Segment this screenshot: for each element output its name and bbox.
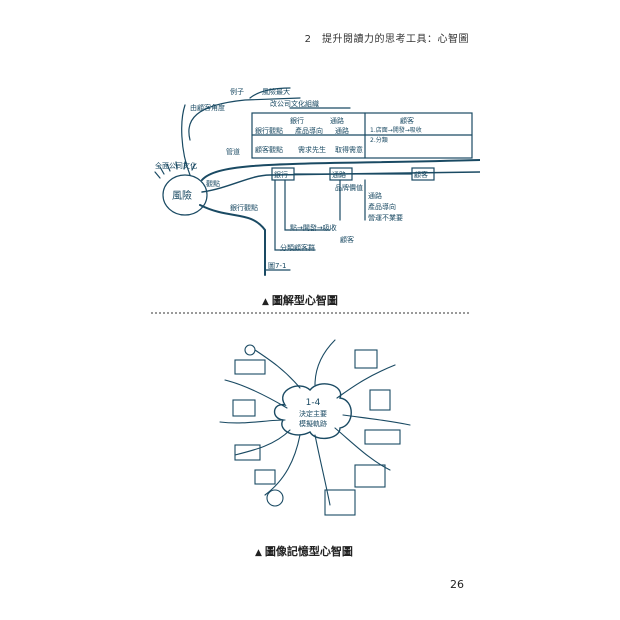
table-channel-2: 通路 bbox=[335, 126, 349, 135]
label-customer-2: 顧客 bbox=[340, 235, 354, 244]
triangle-icon: ▲ bbox=[262, 297, 269, 307]
table-channel: 通路 bbox=[330, 116, 344, 125]
label-sales-first: 營運不業要 bbox=[368, 213, 403, 222]
label-view: 觀點 bbox=[206, 179, 220, 188]
table-demand: 需求先生 bbox=[298, 145, 326, 154]
label-full-culture: 全面公司文化 bbox=[155, 161, 197, 170]
table-bank: 銀行 bbox=[290, 116, 304, 125]
label-point-flow: 點→開發→吸收 bbox=[290, 223, 337, 232]
center-label: 風險 bbox=[172, 189, 192, 202]
table-flow-1: 1.店面→開發→吸收 bbox=[370, 126, 422, 134]
table-customer-view: 顧客觀點 bbox=[255, 145, 283, 154]
label-from-customer: 由顧客角度 bbox=[190, 103, 225, 112]
label-risk-max: 風險最大 bbox=[262, 87, 290, 96]
table-customer: 顧客 bbox=[400, 116, 414, 125]
label-product-dir: 產品導向 bbox=[368, 202, 396, 211]
label-relation: 通路 bbox=[368, 191, 382, 200]
label-example: 例子 bbox=[230, 87, 244, 96]
figure1-caption: ▲圖解型心智圖 bbox=[262, 294, 338, 307]
running-header: 2 提升閱讀力的思考工具：心智圖 bbox=[304, 34, 469, 45]
table-bank-view: 銀行觀點 bbox=[255, 126, 283, 135]
table-flow-2: 2.分類 bbox=[370, 136, 388, 144]
label-fig-no: 圖7-1 bbox=[268, 262, 286, 270]
box-bank: 銀行 bbox=[274, 170, 288, 179]
mindmap-sketch-2: 1-4 決定主要 模擬軌跡 bbox=[219, 339, 411, 516]
label-change-culture: 改公司文化組織 bbox=[270, 99, 319, 108]
figure-image-mindmap: 1-4 決定主要 模擬軌跡 bbox=[215, 330, 415, 525]
box-channel: 通路 bbox=[332, 170, 346, 179]
center-mid: 決定主要 bbox=[299, 409, 327, 418]
section-divider bbox=[151, 312, 469, 314]
label-channel: 管道 bbox=[226, 147, 240, 156]
triangle-icon: ▲ bbox=[255, 548, 262, 558]
center-top: 1-4 bbox=[306, 398, 321, 408]
mindmap-sketch-1: 風險 例子 風險最大 改公司文化組織 由顧客角度 全面公司文化 觀點 管道 銀行… bbox=[154, 87, 480, 276]
label-brand-value: 品牌價值 bbox=[335, 183, 363, 192]
label-classify: 分類顧客群 bbox=[280, 243, 315, 252]
center-bot: 模擬軌跡 bbox=[299, 419, 327, 428]
label-bank-view: 銀行觀點 bbox=[230, 203, 258, 212]
page-number: 26 bbox=[450, 578, 464, 591]
box-customer: 顧客 bbox=[414, 170, 428, 179]
table-cost: 取得需意 bbox=[335, 145, 363, 154]
table-product-line: 產品導向 bbox=[295, 126, 323, 135]
figure-diagram-mindmap: 風險 例子 風險最大 改公司文化組織 由顧客角度 全面公司文化 觀點 管道 銀行… bbox=[150, 80, 480, 280]
figure2-caption: ▲圖像記憶型心智圖 bbox=[255, 545, 353, 558]
